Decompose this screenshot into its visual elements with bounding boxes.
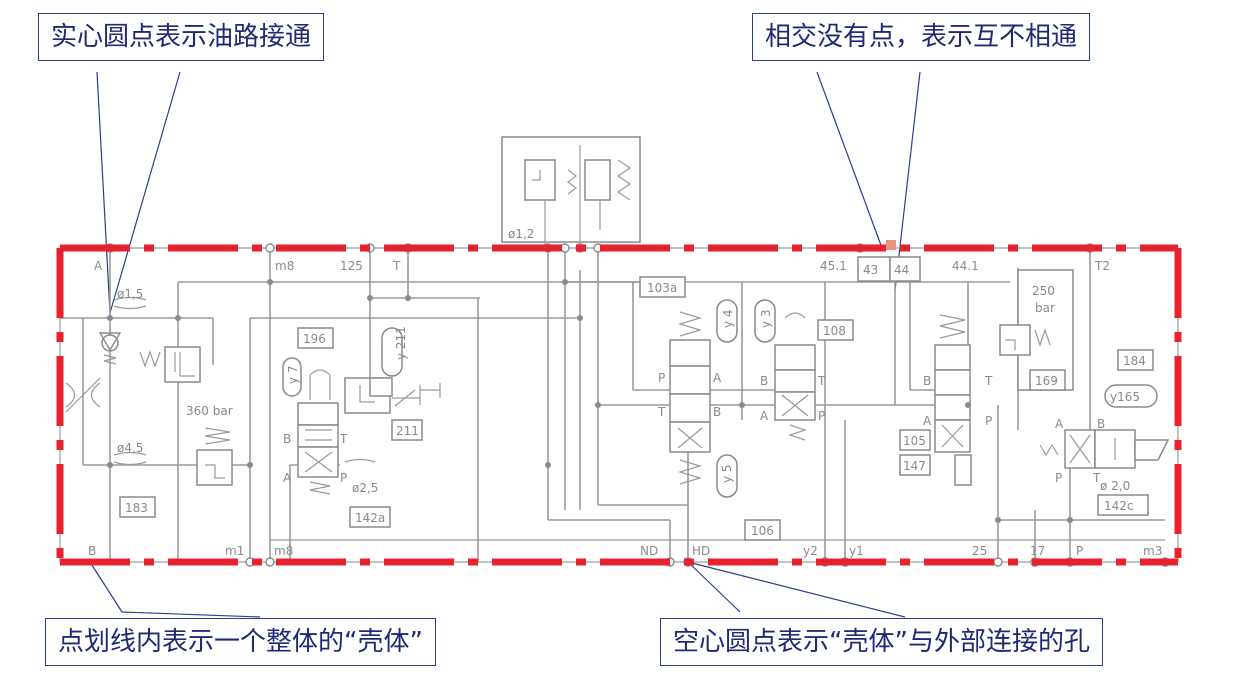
port-box-43 <box>857 256 891 282</box>
oval-y5-label: y 5 <box>720 464 734 483</box>
box-211-label: 211 <box>396 424 419 438</box>
port-hd-label: HD <box>692 544 710 558</box>
orifice-1-5-label: ø1,5 <box>117 287 143 301</box>
valve-t-label-3: T <box>817 374 826 388</box>
port-t-label: T <box>392 259 401 273</box>
part-number-boxes <box>119 276 1158 541</box>
port-m1-label: m1 <box>225 544 244 558</box>
port-y2-label: y2 <box>803 544 818 558</box>
directional-valve-2-icon <box>669 299 738 498</box>
highlight-marker <box>886 240 896 250</box>
remote-relief-inset <box>501 136 641 248</box>
oval-y3-label: y 3 <box>759 309 773 328</box>
port-44-label: 44 <box>894 263 909 277</box>
relief-valve-360-icon <box>196 427 233 486</box>
box-105-label: 105 <box>903 434 926 448</box>
callout-solid-dot: 实心圆点表示油路接通 <box>38 13 325 61</box>
box-142a-label: 142a <box>355 511 385 525</box>
port-t2-label: T2 <box>1094 259 1110 273</box>
valve-p-label-4: P <box>985 414 992 428</box>
orifice-4-5-icon <box>113 451 147 456</box>
box-106-label: 106 <box>751 524 774 538</box>
valve-p-label-3: P <box>818 409 825 423</box>
valve-b-label-4: B <box>923 374 931 388</box>
orifice-2-5-label: ø2,5 <box>352 481 378 495</box>
callout-dash-dot-housing: 点划线内表示一个整体的“壳体” <box>45 618 436 666</box>
port-y1-label: y1 <box>849 544 864 558</box>
valve-t-label-4: T <box>984 374 993 388</box>
valve-p-label-5: P <box>1055 471 1062 485</box>
port-125-label: 125 <box>340 259 363 273</box>
callout-dash-dot-housing-text: 点划线内表示一个整体的“壳体” <box>58 627 423 657</box>
oval-y165-label: y165 <box>1110 390 1140 404</box>
port-m8-top-label: m8 <box>275 259 294 273</box>
port-m3-label: m3 <box>1143 544 1162 558</box>
housing-boundary <box>56 244 1182 566</box>
pressure-250-unit-label: bar <box>1035 301 1055 315</box>
callout-hollow-dot-text: 空心圆点表示“壳体”与外部连接的孔 <box>673 627 1090 657</box>
valve-a-label-3: A <box>760 409 769 423</box>
valve-p-label-2: P <box>658 371 665 385</box>
callout-solid-dot-text: 实心圆点表示油路接通 <box>51 22 312 52</box>
valve-a-label-4: A <box>923 414 932 428</box>
callout-crossing-lines: 相交没有点，表示互不相通 <box>752 13 1091 61</box>
box-196-label: 196 <box>303 332 326 346</box>
orifice-1-2-label: ø1,2 <box>508 227 534 241</box>
pilot-valve-icon <box>139 346 201 383</box>
port-17-label: 17 <box>1030 544 1045 558</box>
oval-y7-label: y 7 <box>286 365 300 384</box>
callout-crossing-lines-text: 相交没有点，表示互不相通 <box>765 22 1078 52</box>
box-142c-label: 142c <box>1104 499 1134 513</box>
valve-p-label-1: P <box>340 471 347 485</box>
port-m8-bottom-label: m8 <box>274 544 293 558</box>
directional-valve-5-icon <box>1039 429 1170 469</box>
circuit-lines <box>60 248 1165 562</box>
box-184-label: 184 <box>1123 354 1146 368</box>
box-169-label: 169 <box>1035 374 1058 388</box>
port-p-label: P <box>1076 544 1083 558</box>
box-183-label: 183 <box>125 501 148 515</box>
check-valve-icon <box>98 332 122 365</box>
valve-a-label-2: A <box>713 371 722 385</box>
port-b-label: B <box>88 544 96 558</box>
schematic-labels: A m8 125 T 45.1 43 44 44.1 T2 B m1 m8 ND… <box>88 227 1162 558</box>
valve-b-label-3: B <box>760 374 768 388</box>
box-103a-label: 103a <box>647 281 677 295</box>
directional-valve-4-icon <box>934 314 972 486</box>
valve-t-label-2: T <box>657 405 666 419</box>
port-nd-label: ND <box>640 544 658 558</box>
port-25-label: 25 <box>972 544 987 558</box>
orifice-4-5-label: ø4,5 <box>117 441 143 455</box>
valve-b-label-1: B <box>283 432 291 446</box>
junction-dots <box>107 279 1073 523</box>
orifice-2-5-icon <box>344 458 376 463</box>
pressure-valve-211-icon <box>344 327 441 414</box>
orifice-1-5-icon <box>113 296 147 301</box>
port-43-label: 43 <box>863 263 878 277</box>
valve-t-label-1: T <box>339 432 348 446</box>
callout-leaders <box>89 71 921 618</box>
oval-y4-label: y 4 <box>721 309 735 328</box>
directional-valve-3-icon <box>754 299 816 441</box>
port-45-1-label: 45.1 <box>820 259 847 273</box>
port-box-44 <box>889 256 921 282</box>
callout-hollow-dot: 空心圆点表示“壳体”与外部连接的孔 <box>660 618 1103 666</box>
valve-b-label-2: B <box>713 405 721 419</box>
port-44-1-label: 44.1 <box>952 259 979 273</box>
port-a-label: A <box>94 259 103 273</box>
valve-a-label-5: A <box>1055 417 1064 431</box>
oval-y211-label: y 211 <box>394 326 408 360</box>
pressure-360-label: 360 bar <box>186 404 233 418</box>
orifice-2-0-label: ø 2,0 <box>1100 479 1130 493</box>
box-147-label: 147 <box>903 459 926 473</box>
box-108-label: 108 <box>823 324 846 338</box>
valve-b-label-5: B <box>1097 417 1105 431</box>
variable-throttle-icon <box>65 377 101 413</box>
pressure-250-label: 250 <box>1032 284 1055 298</box>
valve-t-label-5: T <box>1092 471 1101 485</box>
valve-a-label-1: A <box>283 471 292 485</box>
directional-valve-1-icon <box>282 357 339 495</box>
